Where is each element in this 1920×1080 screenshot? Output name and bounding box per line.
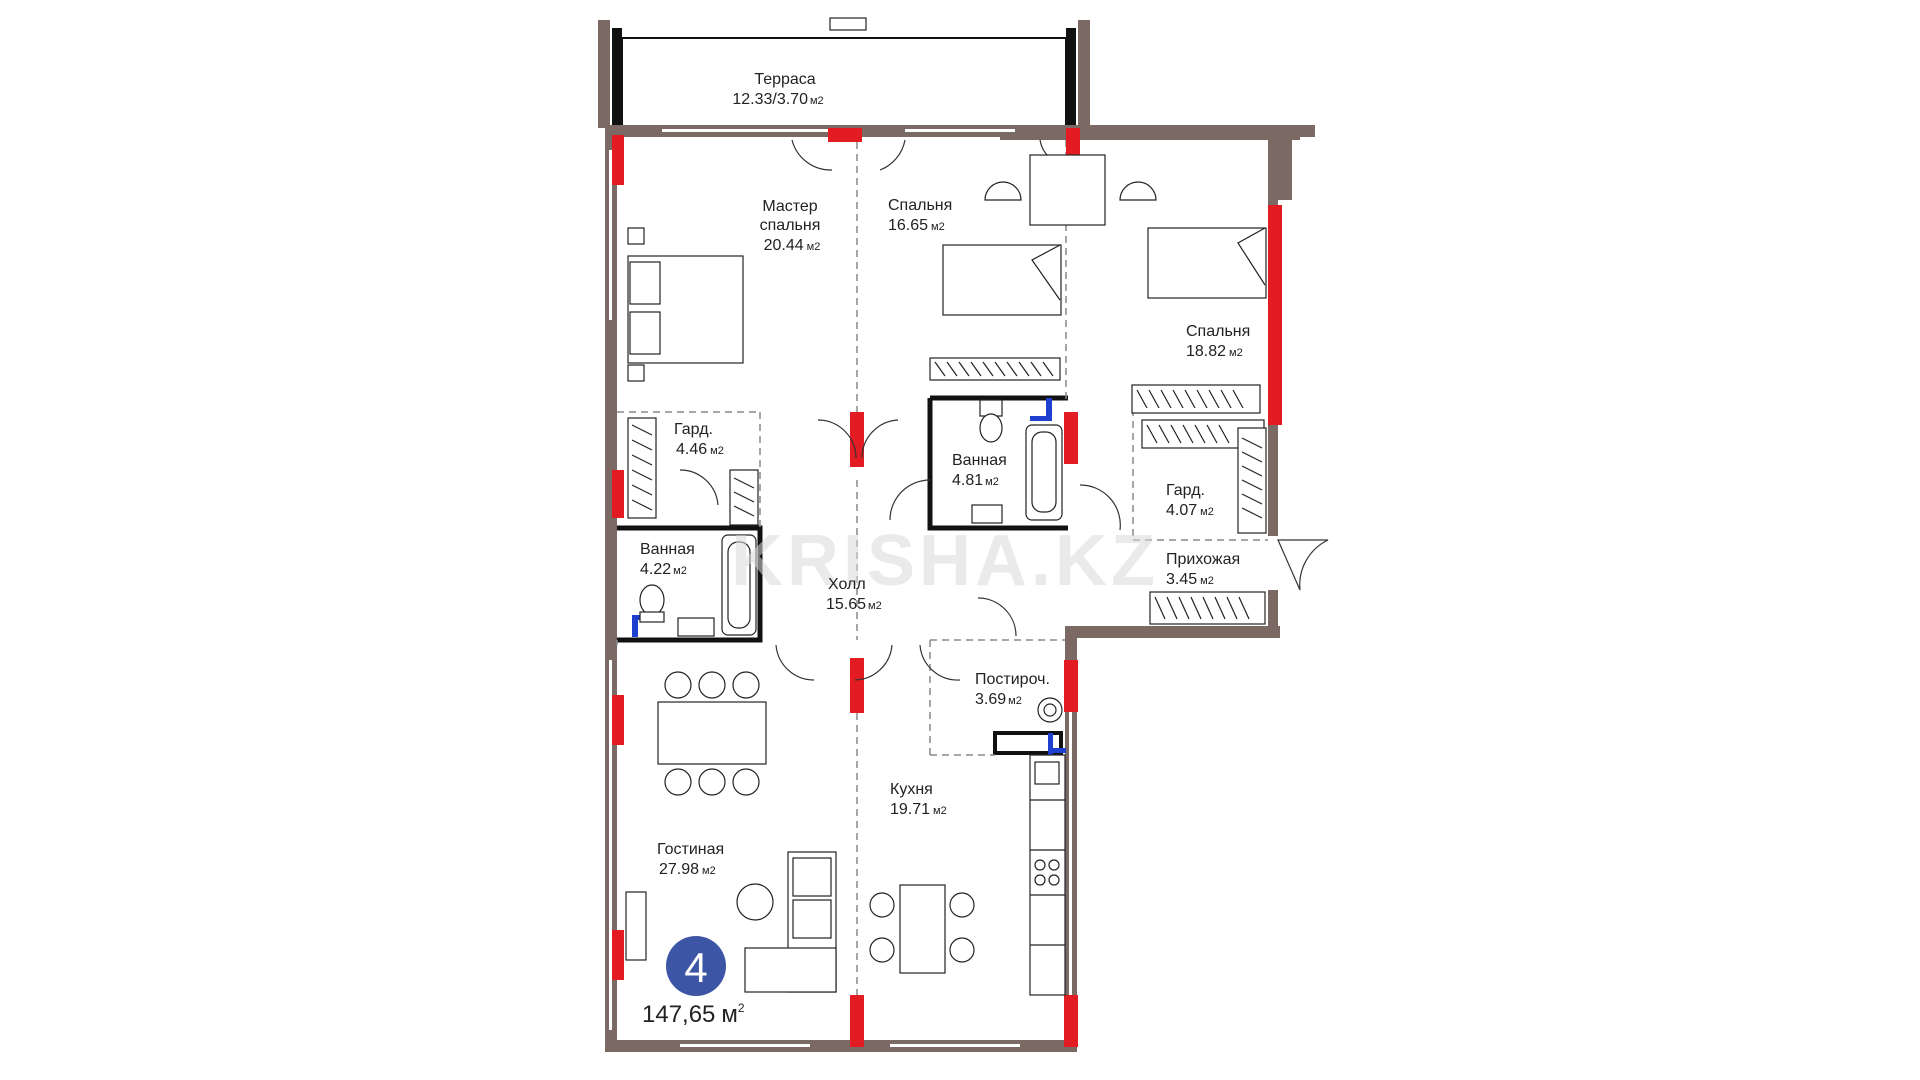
window-marker	[612, 135, 624, 185]
room-area-entry: 3.45	[1166, 571, 1197, 588]
room-name-bedroom3: Спальня	[1186, 323, 1250, 340]
window-marker	[1064, 412, 1078, 464]
furniture	[625, 154, 1267, 996]
room-count-badge	[666, 936, 726, 996]
room-name-master: Мастер	[762, 198, 817, 215]
window-marker	[612, 695, 624, 745]
terrace	[598, 17, 1090, 128]
room-name-bath2: Ванная	[640, 541, 695, 558]
room-count: 4	[684, 944, 707, 991]
room-name-bedroom2: Спальня	[888, 197, 952, 214]
doors	[679, 139, 1329, 681]
room-area-bath1: 4.81	[952, 472, 983, 489]
room-area-hall: 15.65	[826, 596, 866, 613]
watermark: KRISHA.KZ	[731, 521, 1159, 601]
room-name-wardrobe2: Гард.	[1166, 482, 1205, 499]
window-lines	[609, 129, 1072, 1047]
window-marker	[850, 412, 864, 467]
room-area-bedroom3: 18.82	[1186, 343, 1226, 360]
room-area-terrace: 12.33/3.70	[732, 91, 808, 108]
room-name-bath1: Ванная	[952, 452, 1007, 469]
room-name-laundry: Постироч.	[975, 671, 1050, 688]
total-area-unit: м	[721, 1001, 738, 1028]
window-marker	[1064, 995, 1078, 1047]
window-marker	[828, 128, 862, 142]
window-marker	[1268, 205, 1282, 425]
room-area-wardrobe2: 4.07	[1166, 502, 1197, 519]
total-area: 147,65	[642, 1001, 715, 1028]
room-area-kitchen: 19.71	[890, 801, 930, 818]
room-name-terrace: Терраса	[754, 71, 815, 88]
room-area-bedroom2: 16.65	[888, 217, 928, 234]
window-marker	[612, 930, 624, 980]
room-area-living: 27.98	[659, 861, 699, 878]
room-name-kitchen: Кухня	[890, 781, 933, 798]
window-marker	[850, 658, 864, 713]
window-marker	[612, 470, 624, 518]
window-marker	[850, 995, 864, 1047]
room-name-wardrobe1: Гард.	[674, 421, 713, 438]
room-area-master: 20.44	[764, 237, 804, 254]
window-marker	[1064, 660, 1078, 712]
room-name-entry: Прихожая	[1166, 551, 1240, 568]
room-name-hall: Холл	[828, 576, 866, 593]
room-name-living: Гостиная	[657, 841, 724, 858]
room-name-master-line2: спальня	[760, 217, 821, 234]
interior-walls	[616, 130, 1268, 1045]
room-area-bath2: 4.22	[640, 561, 671, 578]
room-area-laundry: 3.69	[975, 691, 1006, 708]
room-area-wardrobe1: 4.46	[676, 441, 707, 458]
